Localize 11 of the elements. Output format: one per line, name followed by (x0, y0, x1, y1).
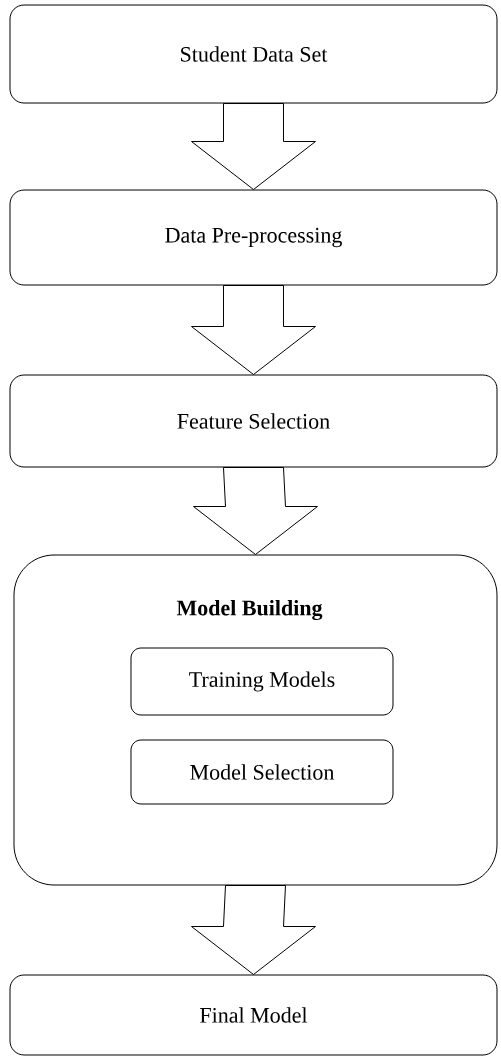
process-box: Data Pre-processing (9, 189, 498, 286)
block-arrow (191, 103, 316, 190)
process-box: Student Data Set (9, 4, 498, 104)
group-heading: Model Building (176, 599, 323, 621)
process-box: Model Selection (130, 739, 394, 805)
block-arrow (191, 285, 316, 375)
process-box: Final Model (9, 974, 498, 1056)
block-arrow (193, 467, 318, 555)
process-box: Feature Selection (9, 374, 498, 468)
block-arrow (191, 885, 316, 975)
process-box: Training Models (130, 647, 394, 716)
